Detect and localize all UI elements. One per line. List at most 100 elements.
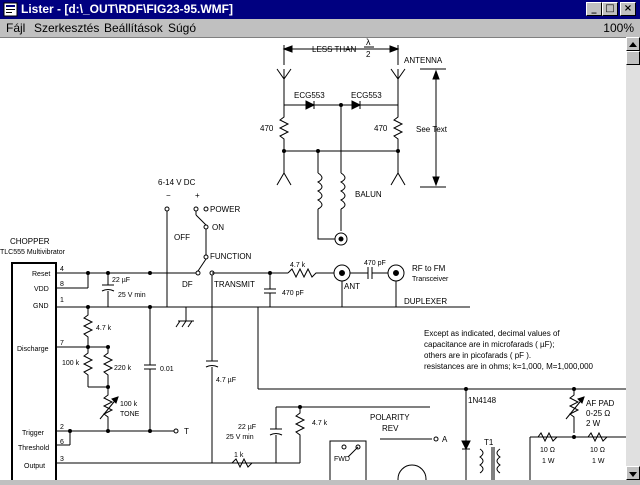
app-icon[interactable] xyxy=(3,2,18,17)
pot-100k-tone xyxy=(102,387,114,431)
resistor-4k7-top xyxy=(287,267,334,279)
pin-threshold-label: Threshold xyxy=(18,445,49,452)
pin4: 4 xyxy=(60,266,64,273)
diode-left-icon xyxy=(305,100,316,110)
ic-label: TLC555 Multivibrator xyxy=(0,249,66,256)
c470pf-a-label: 470 pF xyxy=(282,290,304,297)
resistor-4k7-left xyxy=(82,307,94,347)
less-than-label: LESS THAN xyxy=(312,45,357,54)
supply-plus: + xyxy=(195,191,200,200)
close-button[interactable]: × xyxy=(620,2,636,16)
menu-edit[interactable]: Szerkesztés xyxy=(34,21,100,35)
resistor-1k xyxy=(231,457,253,469)
scroll-thumb[interactable] xyxy=(626,51,640,65)
fwd-label: FWD xyxy=(334,456,350,463)
ic-555-box xyxy=(11,262,57,480)
t-label: T xyxy=(184,427,189,436)
r10-a-w-label: 1 W xyxy=(542,458,555,465)
resistor-470-right xyxy=(392,111,404,151)
menu-bar: Fájl Szerkesztés Beállítások Súgó 100% xyxy=(0,19,640,37)
c001-label: 0.01 xyxy=(160,366,174,373)
pin-reset-label: Reset xyxy=(32,271,50,278)
a-terminal xyxy=(433,436,439,442)
transceiver-label: Transceiver xyxy=(412,276,449,283)
resistor-220k xyxy=(102,347,114,387)
balun-connector-icon xyxy=(334,232,348,246)
scroll-down-button[interactable] xyxy=(626,466,640,480)
af-pad-label: AF PAD xyxy=(586,399,615,408)
supply-pos-terminal xyxy=(193,206,199,212)
af-pad-val-label: 0-25 Ω xyxy=(586,409,610,418)
r10-a-label: 10 Ω xyxy=(540,447,555,454)
off-label: OFF xyxy=(174,233,190,242)
c22-top-label: 22 µF xyxy=(112,277,130,284)
supply-label: 6-14 V DC xyxy=(158,178,196,187)
rev-label: REV xyxy=(382,424,399,433)
pin-output-label: Output xyxy=(24,463,45,470)
document-canvas[interactable]: LESS THAN λ 2 ANTENNA ECG553 ECG553 470 … xyxy=(0,37,626,480)
c22-bottom-label: 22 µF xyxy=(238,424,256,431)
diode-1n4148-icon xyxy=(461,440,471,451)
polarity-label: POLARITY xyxy=(370,413,410,422)
maximize-button[interactable]: □ xyxy=(602,2,618,16)
r1k-label: 1 k xyxy=(234,452,244,459)
meter-icon xyxy=(397,464,427,480)
resistor-470-left xyxy=(278,111,290,151)
resistor-100k xyxy=(82,347,94,387)
r10-b-w-label: 1 W xyxy=(592,458,605,465)
minimize-button[interactable]: _ xyxy=(586,2,602,16)
ground-antenna-right-icon xyxy=(390,172,406,186)
pin-gnd-label: GND xyxy=(33,303,49,310)
scroll-up-button[interactable] xyxy=(626,37,640,51)
resistor-4k7-bottom xyxy=(294,407,306,463)
r470-right-label: 470 xyxy=(374,124,388,133)
rf-to-fm-label: RF to FM xyxy=(412,264,446,273)
a-label: A xyxy=(442,435,448,444)
pin7: 7 xyxy=(60,340,64,347)
title-bar[interactable]: Lister - [d:\_OUT\RDF\FIG23-95.WMF] _ □ … xyxy=(0,0,640,19)
menu-settings[interactable]: Beállítások xyxy=(104,21,163,35)
pin6: 6 xyxy=(60,439,64,446)
transformer-t1-icon xyxy=(479,448,484,474)
schematic-drawing: LESS THAN λ 2 ANTENNA ECG553 ECG553 470 … xyxy=(0,38,626,480)
arrow-down-icon xyxy=(629,472,637,477)
function-switch-icon xyxy=(197,258,207,272)
antenna-label: ANTENNA xyxy=(404,56,443,65)
diode-right-icon xyxy=(351,100,362,110)
pin2: 2 xyxy=(60,424,64,431)
lambda-label: λ xyxy=(366,38,371,47)
pin-trigger-label: Trigger xyxy=(22,430,45,437)
vertical-scrollbar[interactable] xyxy=(626,37,640,480)
supply-minus: − xyxy=(166,191,171,200)
pin8: 8 xyxy=(60,281,64,288)
on-label: ON xyxy=(212,223,224,232)
half-label: 2 xyxy=(366,50,371,59)
c47uf-label: 4.7 µF xyxy=(216,377,236,384)
supply-neg-terminal xyxy=(164,206,170,212)
zoom-level: 100% xyxy=(603,21,634,35)
note-line-3: others are in picofarads ( pF ). xyxy=(424,351,531,360)
note-line-4: resistances are in ohms; k=1,000, M=1,00… xyxy=(424,362,594,371)
r47k-left-label: 4.7 k xyxy=(96,325,112,332)
polarity-switch-icon xyxy=(347,446,359,458)
pin3: 3 xyxy=(60,456,64,463)
menu-file[interactable]: Fájl xyxy=(6,21,26,35)
r47k-top-label: 4.7 k xyxy=(290,262,306,269)
power-switch-icon xyxy=(195,214,207,226)
df-label: DF xyxy=(182,280,193,289)
note-line-1: Except as indicated, decimal values of xyxy=(424,329,560,338)
menu-help[interactable]: Súgó xyxy=(168,21,197,35)
arrow-up-icon xyxy=(629,42,637,47)
c470pf-b-label: 470 pF xyxy=(364,260,386,267)
see-text-label: See Text xyxy=(416,125,448,134)
c22-top-v-label: 25 V min xyxy=(118,292,146,299)
r470-left-label: 470 xyxy=(260,124,274,133)
diode-right-label: ECG553 xyxy=(351,91,382,100)
pin-vdd-label: VDD xyxy=(34,286,49,293)
tone-label: TONE xyxy=(120,411,140,418)
c22-bottom-v-label: 25 V min xyxy=(226,434,254,441)
t-terminal xyxy=(173,428,179,434)
duplexer-label: DUPLEXER xyxy=(404,297,447,306)
r10-b-label: 10 Ω xyxy=(590,447,605,454)
af-pad-w-label: 2 W xyxy=(586,419,601,428)
